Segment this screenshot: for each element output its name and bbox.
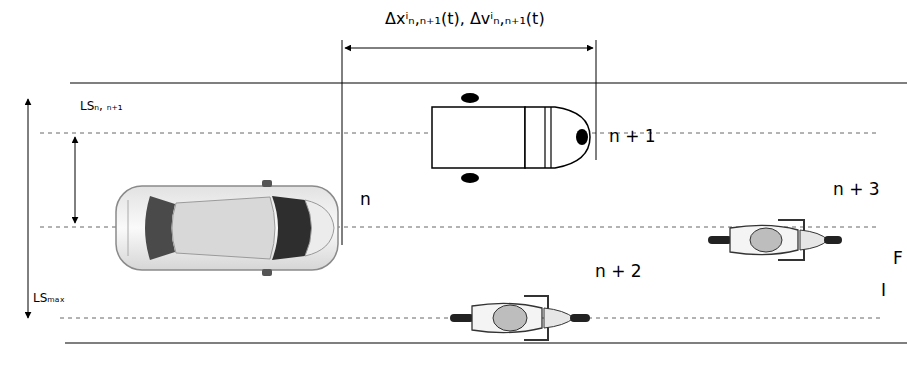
lateral-gap-label: LSₙ, ₙ₊₁ (80, 100, 123, 113)
lateral-arrows (28, 99, 75, 318)
motorcycle-figure (450, 296, 590, 340)
motorcycle-figure (708, 220, 842, 260)
tricycle-figure (432, 93, 590, 183)
car-figure (116, 180, 338, 276)
vehicle-index: n (360, 190, 371, 209)
vehicle-index: n + 2 (595, 262, 642, 281)
gap-dimension (342, 40, 596, 245)
cropped-text: I (881, 281, 886, 300)
lateral-gap-label: LSₘₐₓ (33, 292, 65, 305)
road-edge (65, 342, 907, 343)
cropped-text: F (893, 249, 903, 268)
vehicle-index: n + 1 (609, 127, 656, 146)
dimension-label: Δxⁱₙ,ₙ₊₁(t), Δvⁱₙ,ₙ₊₁(t) (385, 10, 545, 28)
road-edge (70, 82, 907, 83)
vehicle-index: n + 3 (833, 180, 880, 199)
